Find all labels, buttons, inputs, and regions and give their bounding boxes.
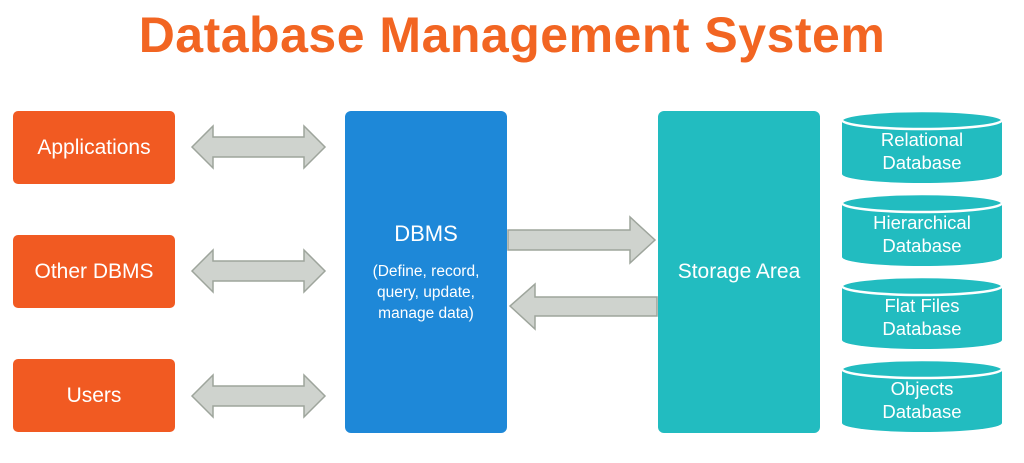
relational-database-cylinder [840, 109, 1004, 183]
flat-files-database-label: Flat Files Database [842, 294, 1002, 340]
other-dbms-double-arrow [190, 248, 327, 294]
flat-files-database-cylinder [840, 275, 1004, 349]
diagram-title: Database Management System [138, 7, 886, 63]
other-dbms-box: Other DBMS [13, 235, 175, 308]
database-label-line: Database [882, 318, 962, 339]
dbms-to-storage-arrow [507, 215, 657, 265]
database-label-line: Flat Files [884, 295, 960, 316]
dbms-box: DBMS (Define, record, query, update, man… [345, 111, 507, 433]
storage-area-box: Storage Area [658, 111, 820, 433]
database-label-line: Database [882, 235, 962, 256]
users-double-arrow [190, 373, 327, 419]
users-label: Users [66, 383, 122, 407]
hierarchical-database-cylinder [840, 192, 1004, 266]
objects-database-cylinder [840, 358, 1004, 432]
dbms-description-line: query, update, [377, 284, 475, 301]
applications-double-arrow [190, 124, 327, 170]
database-label-line: Relational [880, 129, 964, 150]
storage-area-label: Storage Area [677, 260, 801, 283]
dbms-description-line: manage data) [378, 305, 474, 322]
dbms-description-line: (Define, record, [372, 263, 480, 280]
database-label-line: Hierarchical [873, 212, 971, 233]
database-label-line: Database [882, 401, 962, 422]
relational-database-label: Relational Database [842, 128, 1002, 174]
database-label-line: Database [882, 152, 962, 173]
dbms-description: (Define, record, query, update, manage d… [345, 261, 507, 324]
applications-box: Applications [13, 111, 175, 184]
dbms-title: DBMS [394, 221, 458, 246]
hierarchical-database-label: Hierarchical Database [842, 211, 1002, 257]
users-box: Users [13, 359, 175, 432]
storage-to-dbms-arrow [508, 282, 658, 331]
other-dbms-label: Other DBMS [34, 259, 154, 283]
database-label-line: Objects [890, 378, 954, 399]
applications-label: Applications [37, 135, 151, 159]
objects-database-label: Objects Database [842, 377, 1002, 423]
